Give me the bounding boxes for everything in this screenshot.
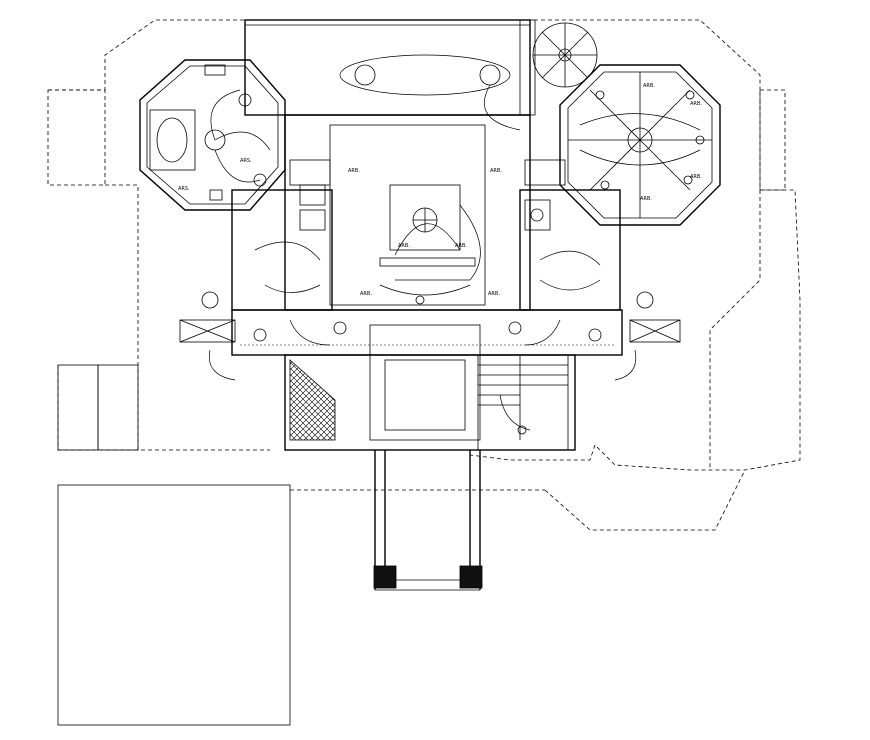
right-portico-column: [459, 565, 483, 589]
label-arb-8: ARB.: [690, 101, 702, 107]
left-octagon-room: [139, 59, 286, 211]
label-arb-5: ARB.: [360, 291, 372, 297]
lower-gallery: [231, 309, 623, 356]
label-arb-6: ARB.: [488, 291, 500, 297]
radial-lines: [568, 72, 712, 218]
label-arb-4: ARB.: [398, 243, 410, 249]
annotation-labels: ARB. ARB. ARB. ARB. ARB. ARB. ARS. ARS. …: [178, 83, 702, 297]
straight-stair: [477, 354, 569, 451]
lower-center: [284, 324, 576, 451]
left-wing: [179, 159, 333, 381]
main-hall: [284, 114, 531, 311]
top-terrace: [244, 19, 531, 131]
label-arb-9: ARB.: [690, 174, 702, 180]
label-arb-7: ARB.: [643, 83, 655, 89]
label-ars-2: ARS.: [178, 186, 190, 192]
right-octagon-room: [559, 64, 721, 226]
label-arb-3: ARB.: [455, 243, 467, 249]
lower-left-parcel: [57, 364, 291, 726]
right-wing: [519, 159, 681, 381]
left-portico-column: [373, 565, 397, 589]
label-arb-1: ARB.: [348, 168, 360, 174]
label-arb-2: ARB.: [490, 168, 502, 174]
entry-portico: [373, 450, 483, 591]
label-arb-10: ARB.: [640, 196, 652, 202]
label-ars-1: ARS.: [240, 158, 252, 164]
site-boundary: [47, 19, 801, 531]
spiral-stair: [519, 19, 598, 116]
